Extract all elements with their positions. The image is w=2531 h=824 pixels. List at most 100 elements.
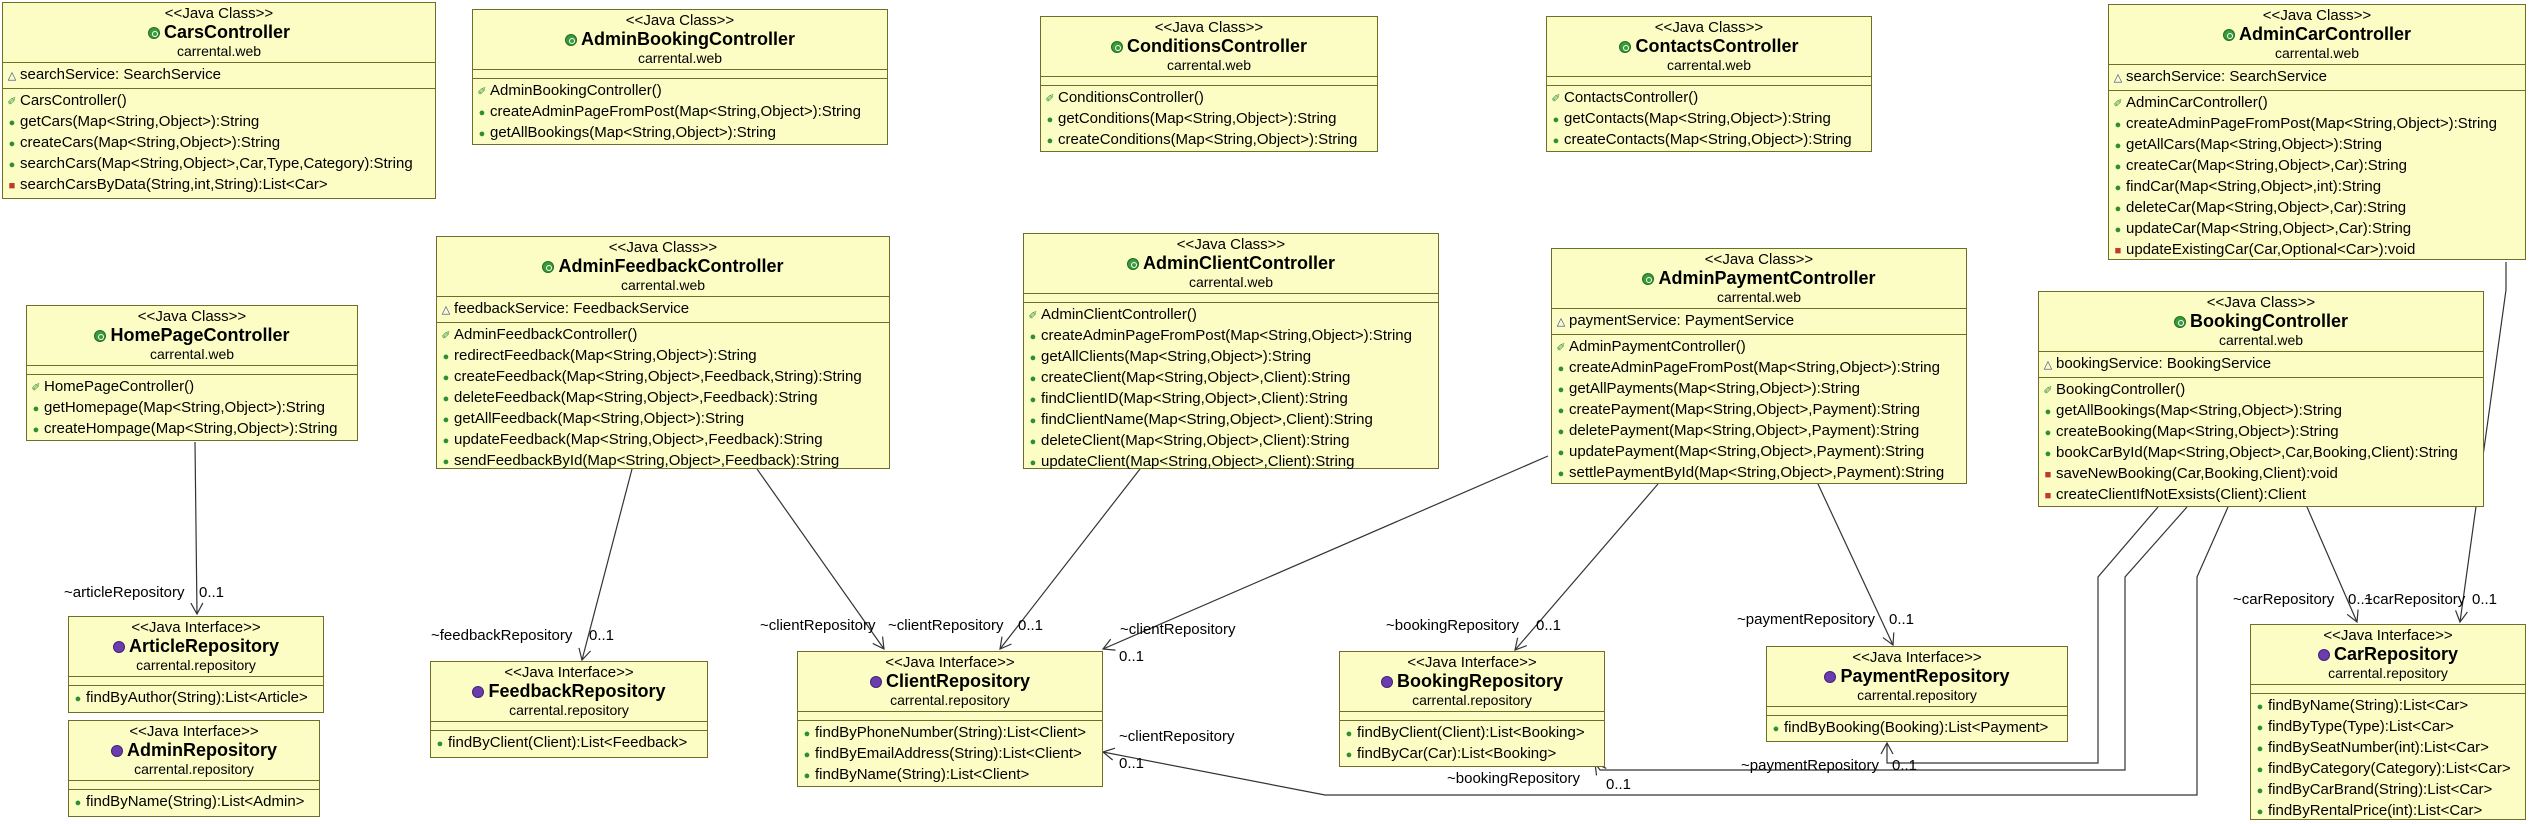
field: bookingService: BookingService <box>2056 355 2272 372</box>
interface-payment-repository[interactable]: <<Java Interface>> PaymentRepository car… <box>1766 646 2068 742</box>
public-method-icon: ● <box>1557 426 1565 438</box>
public-method-icon: ● <box>74 693 82 705</box>
method: findByCar(Car):List<Booking> <box>1357 745 1557 762</box>
package-name: carrental.repository <box>509 702 629 718</box>
package-name: carrental.repository <box>2328 665 2448 681</box>
method: createBooking(Map<String,Object>):String <box>2056 423 2339 440</box>
role-label: ~bookingRepository <box>1447 770 1581 787</box>
method: getAllBookings(Map<String,Object>):Strin… <box>2056 402 2342 419</box>
method: findByName(String):List<Car> <box>2268 697 2469 714</box>
class-contacts-controller[interactable]: <<Java Class>> ContactsController carren… <box>1546 16 1872 152</box>
stereotype: <<Java Interface>> <box>1852 649 1982 666</box>
method: searchCars(Map<String,Object>,Car,Type,C… <box>20 155 413 172</box>
stereotype: <<Java Interface>> <box>504 664 634 681</box>
class-name: ConditionsController <box>1127 36 1307 56</box>
method: createHompage(Map<String,Object>):String <box>44 420 338 437</box>
method: createClient(Map<String,Object>,Client):… <box>1041 369 1351 386</box>
class-home-page-controller[interactable]: <<Java Class>> HomePageController carren… <box>26 305 358 441</box>
package-name: carrental.repository <box>1412 692 1532 708</box>
class-admin-client-controller[interactable]: <<Java Class>> AdminClientController car… <box>1023 233 1439 470</box>
interface-client-repository[interactable]: <<Java Interface>> ClientRepository carr… <box>797 651 1103 787</box>
package-name: carrental.repository <box>136 657 256 673</box>
public-method-icon: ● <box>436 738 444 750</box>
interface-booking-repository[interactable]: <<Java Interface>> BookingRepository car… <box>1339 651 1605 767</box>
public-method-icon: ● <box>478 128 486 140</box>
stereotype: <<Java Interface>> <box>1407 654 1537 671</box>
public-method-icon: ● <box>1046 135 1054 147</box>
method: findCar(Map<String,Object>,int):String <box>2126 178 2382 195</box>
public-method-icon: ● <box>1029 352 1037 364</box>
interface-name: AdminRepository <box>126 740 277 760</box>
class-conditions-controller[interactable]: <<Java Class>> ConditionsController carr… <box>1040 16 1378 152</box>
java-class-icon <box>2174 316 2186 328</box>
public-method-icon: ● <box>32 403 40 415</box>
public-method-icon: ● <box>8 138 16 150</box>
public-method-icon: ● <box>1552 114 1560 126</box>
interface-admin-repository[interactable]: <<Java Interface>> AdminRepository carre… <box>68 720 320 817</box>
package-name: carrental.web <box>2274 45 2360 61</box>
class-booking-controller[interactable]: <<Java Class>> BookingController carrent… <box>2038 291 2484 507</box>
edge-home-article <box>190 441 204 616</box>
interface-name: ArticleRepository <box>128 636 280 656</box>
multiplicity-label: 0..1 <box>1536 617 1562 634</box>
method: getAllPayments(Map<String,Object>):Strin… <box>1569 380 1860 397</box>
interface-feedback-repository[interactable]: <<Java Interface>> FeedbackRepository ca… <box>430 661 708 758</box>
method: createCars(Map<String,Object>):String <box>20 134 281 151</box>
public-method-icon: ● <box>2114 119 2122 131</box>
public-method-icon: ● <box>1029 415 1037 427</box>
public-method-icon: ● <box>1557 447 1565 459</box>
interface-name: BookingRepository <box>1396 671 1563 691</box>
class-admin-car-controller[interactable]: <<Java Class>> AdminCarController carren… <box>2108 4 2526 260</box>
class-name: CarsController <box>163 22 291 42</box>
method: getAllFeedback(Map<String,Object>):Strin… <box>454 410 745 427</box>
method: getAllCars(Map<String,Object>):String <box>2126 136 2382 153</box>
class-cars-controller[interactable]: <<Java Class>> CarsController carrental.… <box>2 2 436 199</box>
interface-article-repository[interactable]: <<Java Interface>> ArticleRepository car… <box>68 616 324 713</box>
method: findByType(Type):List<Car> <box>2268 718 2454 735</box>
stereotype: <<Java Interface>> <box>885 654 1015 671</box>
method: settlePaymentById(Map<String,Object>,Pay… <box>1569 464 1945 481</box>
field: paymentService: PaymentService <box>1569 312 1795 329</box>
interface-car-repository[interactable]: <<Java Interface>> CarRepository carrent… <box>2250 624 2526 820</box>
constructor-icon: ✐ <box>1556 342 1566 354</box>
package-name: carrental.repository <box>890 692 1010 708</box>
multiplicity-label: 0..1 <box>1018 617 1044 634</box>
method: AdminFeedbackController() <box>454 326 638 343</box>
method: AdminClientController() <box>1041 306 1197 323</box>
private-method-icon: ■ <box>2044 469 2052 481</box>
method: findByCarBrand(String):List<Car> <box>2268 781 2493 798</box>
public-method-icon: ● <box>1552 135 1560 147</box>
stereotype: <<Java Class>> <box>625 12 735 29</box>
class-admin-payment-controller[interactable]: <<Java Class>> AdminPaymentController ca… <box>1551 248 1967 484</box>
method: HomePageController() <box>44 378 195 395</box>
public-method-icon: ● <box>442 393 450 405</box>
multiplicity-label: 0..1 <box>199 584 225 601</box>
interface-name: FeedbackRepository <box>488 681 666 701</box>
role-label: ~paymentRepository <box>1737 611 1875 628</box>
multiplicity-label: 0..1 <box>1606 776 1632 793</box>
public-method-icon: ● <box>1029 373 1037 385</box>
java-class-icon <box>565 34 577 46</box>
stereotype: <<Java Interface>> <box>2323 627 2453 644</box>
public-method-icon: ● <box>1557 363 1565 375</box>
constructor-icon: ✐ <box>477 86 487 98</box>
package-name: carrental.web <box>1666 57 1752 73</box>
stereotype: <<Java Class>> <box>1176 236 1286 253</box>
public-method-icon: ● <box>8 117 16 129</box>
method: createCar(Map<String,Object>,Car):String <box>2126 157 2407 174</box>
multiplicity-label: 0..1 <box>589 627 615 644</box>
constructor-icon: ✐ <box>1028 310 1038 322</box>
java-interface-icon <box>110 745 123 757</box>
class-admin-booking-controller[interactable]: <<Java Class>> AdminBookingController ca… <box>472 9 888 145</box>
method: getConditions(Map<String,Object>):String <box>1058 110 1337 127</box>
java-class-icon <box>94 330 107 342</box>
role-label: ~paymentRepository <box>1741 757 1879 774</box>
class-name: BookingController <box>2190 311 2348 331</box>
java-interface-icon <box>1824 671 1837 683</box>
method: findClientID(Map<String,Object>,Client):… <box>1041 390 1348 407</box>
java-interface-icon <box>112 641 125 653</box>
package-visibility-icon: △ <box>441 304 451 316</box>
class-admin-feedback-controller[interactable]: <<Java Class>> AdminFeedbackController c… <box>436 236 890 469</box>
method: AdminCarController() <box>2126 94 2268 111</box>
public-method-icon: ● <box>1557 384 1565 396</box>
